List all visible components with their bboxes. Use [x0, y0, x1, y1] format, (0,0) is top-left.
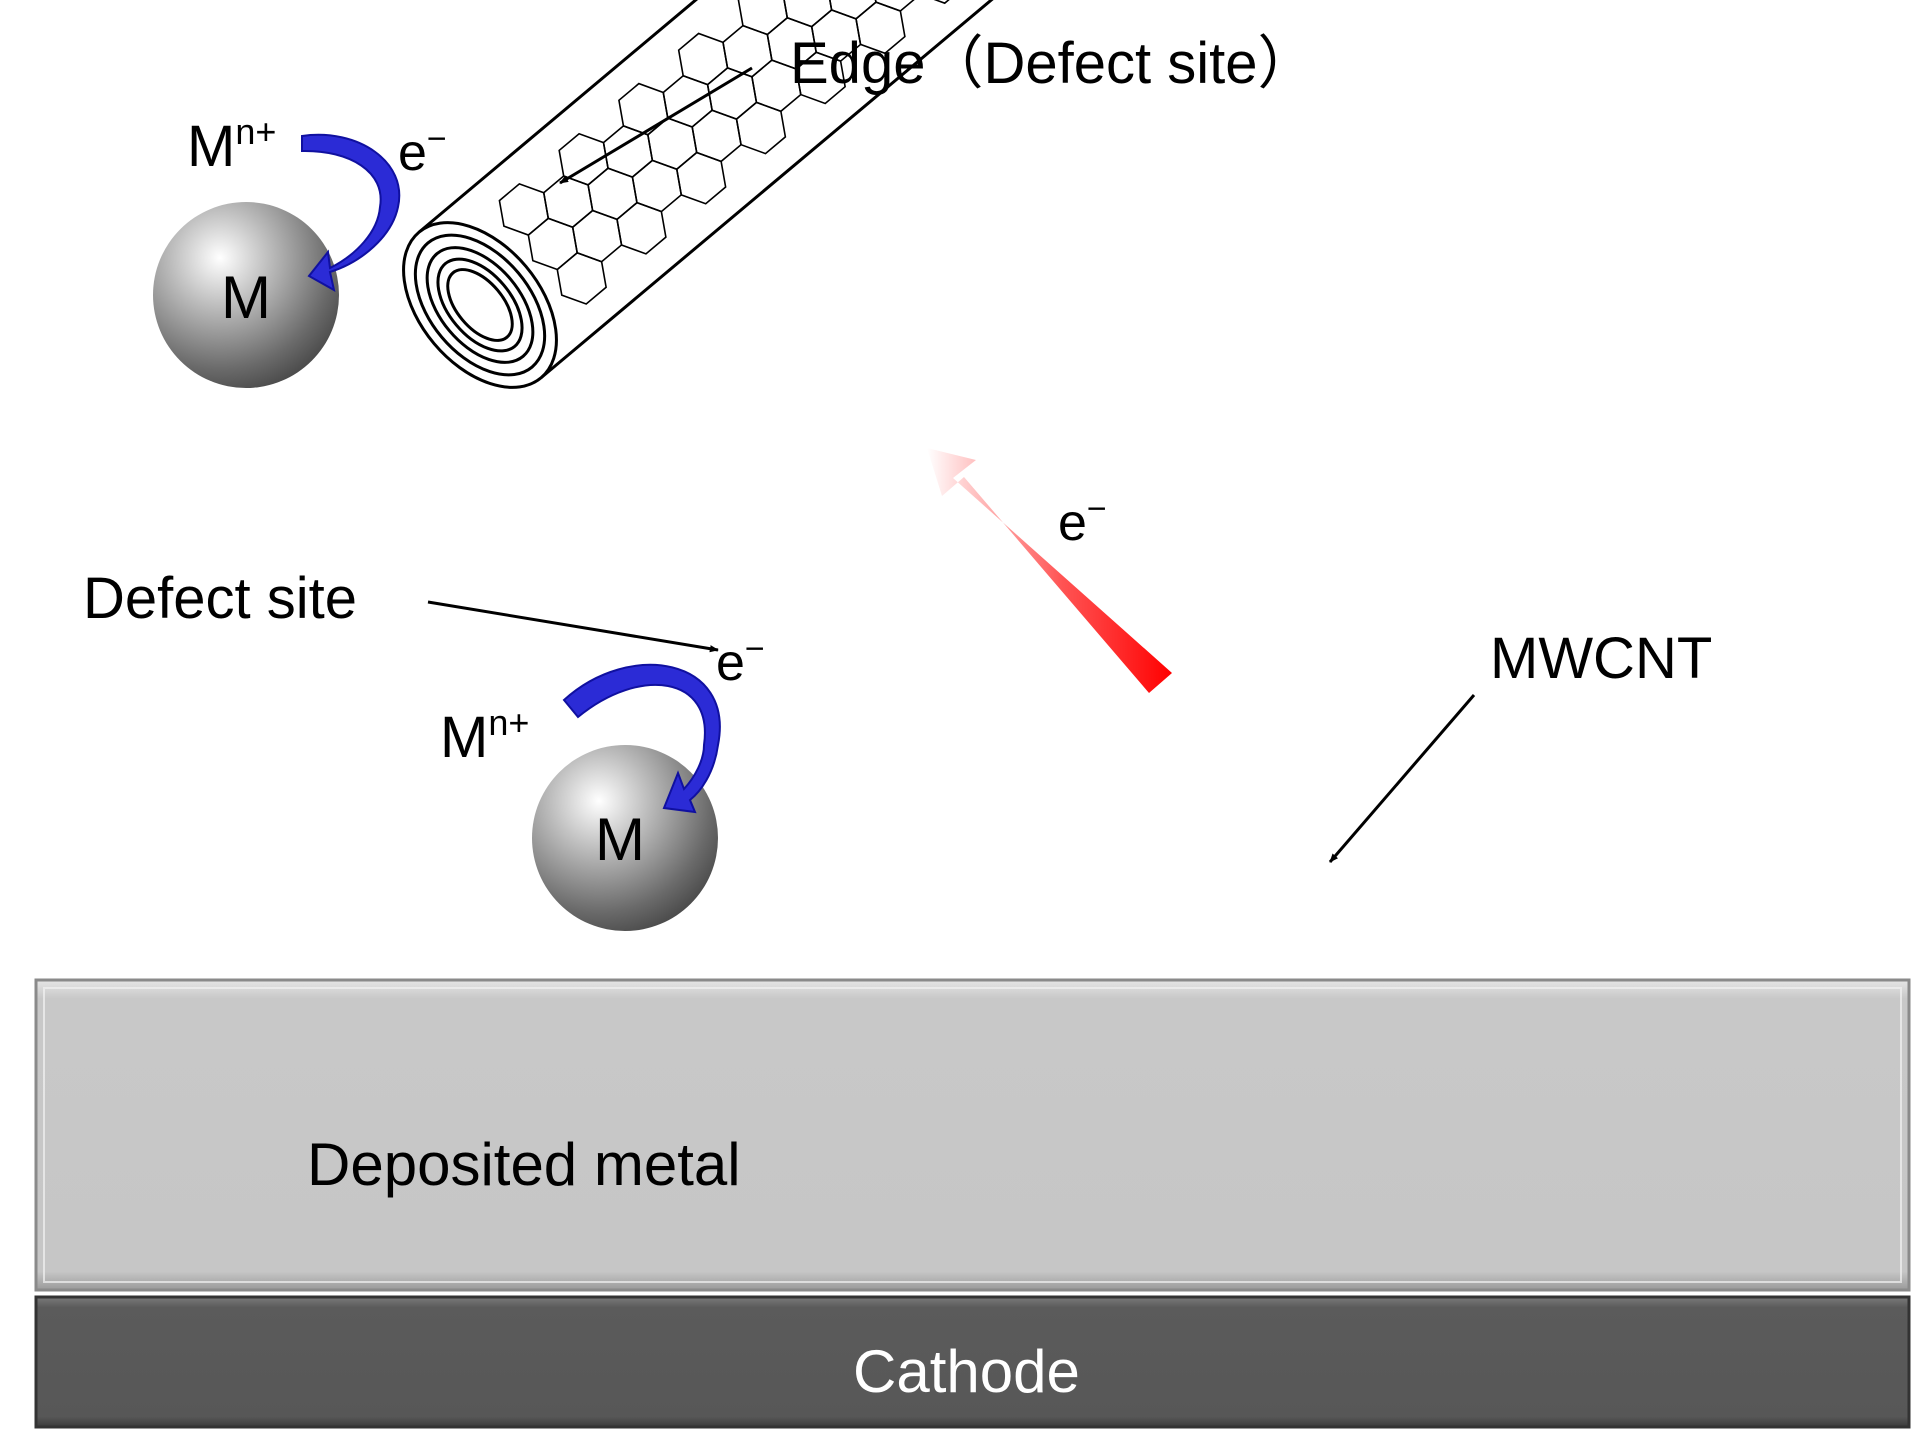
tube-edge-ring	[436, 257, 524, 353]
label-edge-defect-site: Edge（Defect site）	[790, 31, 1315, 96]
pointer-mwcnt	[1328, 694, 1476, 863]
tube-edge-ring	[402, 221, 558, 389]
label-metal-atom-upper: M	[221, 264, 271, 331]
metal-ion-base: M	[187, 114, 235, 179]
metal-sphere-upper	[153, 202, 339, 388]
label-deposited-metal: Deposited metal	[307, 1131, 741, 1198]
graphene-lattice	[498, 0, 966, 305]
label-electron-flow: e−	[1058, 490, 1107, 552]
tube-edge-ring	[413, 233, 547, 377]
label-electron-upper: e−	[398, 120, 447, 182]
tube-edge-ring	[446, 268, 514, 342]
label-electron-lower: e−	[716, 630, 765, 692]
tube-edge-ring	[425, 246, 535, 364]
metal-ion-sup: n+	[488, 702, 529, 743]
label-metal-ion-lower: Mn+	[440, 702, 529, 770]
pointer-defect-site	[427, 600, 719, 653]
label-defect-site: Defect site	[83, 566, 357, 631]
electron-flow-arrow	[927, 448, 1172, 693]
label-cathode: Cathode	[853, 1338, 1080, 1405]
deposited-metal-layer	[34, 978, 1911, 1292]
graphene-hexagon	[870, 0, 922, 12]
label-mwcnt: MWCNT	[1490, 626, 1712, 691]
tube-body	[417, 0, 1205, 379]
label-metal-ion-upper: Mn+	[187, 111, 276, 179]
pointer-edge-defect	[559, 66, 753, 185]
metal-ion-sup: n+	[235, 111, 276, 152]
curved-transfer-arrow-upper	[301, 133, 401, 292]
cathode-layer	[34, 1295, 1911, 1429]
label-metal-atom-lower: M	[595, 806, 645, 873]
mwcnt-tube	[402, 0, 1205, 389]
curved-transfer-arrow-lower	[562, 663, 721, 814]
metal-ion-base: M	[440, 705, 488, 770]
